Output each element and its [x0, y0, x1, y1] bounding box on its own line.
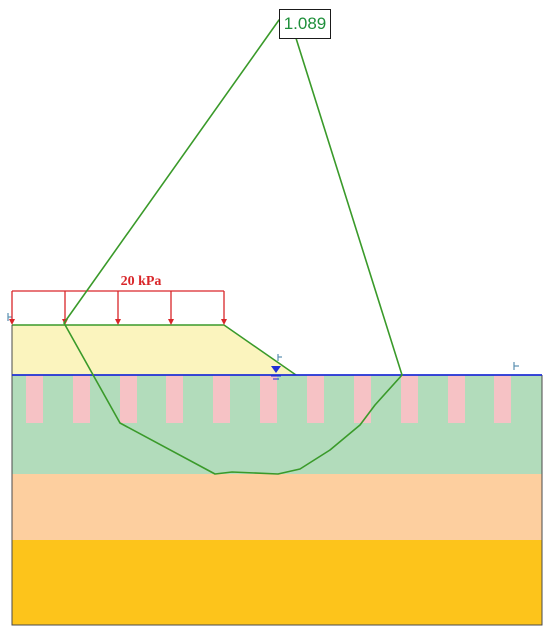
- stone-column: [354, 375, 371, 423]
- stone-column: [73, 375, 90, 423]
- embankment: [12, 325, 296, 375]
- stone-column: [26, 375, 43, 423]
- stone-column: [260, 375, 277, 423]
- stone-column: [166, 375, 183, 423]
- stone-column: [213, 375, 230, 423]
- factor-of-safety-box: 1.089: [279, 9, 331, 39]
- distributed-load: [9, 290, 227, 325]
- pin-icon: [277, 354, 282, 361]
- sand-layer: [12, 540, 542, 625]
- stone-column: [120, 375, 137, 423]
- factor-of-safety-value: 1.089: [283, 14, 327, 33]
- stone-column: [494, 375, 511, 423]
- pin-icon: [7, 313, 12, 321]
- stone-column: [448, 375, 465, 423]
- pin-icon: [513, 362, 519, 370]
- stone-columns: [26, 375, 511, 423]
- clay-layer: [12, 474, 542, 540]
- inverted-triangle-icon: [271, 366, 281, 380]
- stone-column: [307, 375, 324, 423]
- stone-column: [401, 375, 418, 423]
- load-label: 20 kPa: [121, 274, 162, 289]
- model-boundary: [11, 325, 543, 626]
